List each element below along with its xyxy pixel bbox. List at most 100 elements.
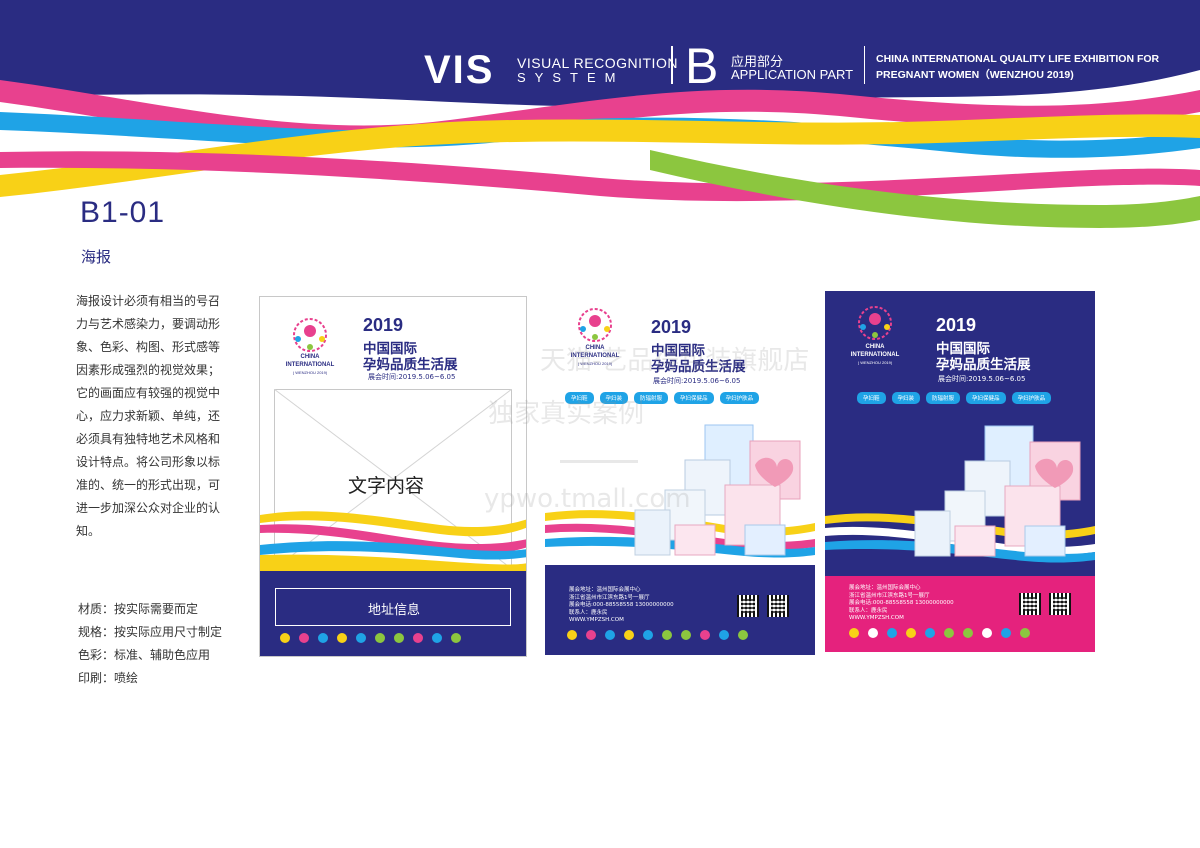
leaf-icon (738, 630, 748, 640)
part-letter: B (685, 38, 719, 94)
qr-code-icon (767, 595, 789, 617)
logo-text: CHINA INTERNATIONAL ( WENZHOU 2019) (285, 354, 335, 375)
image-placeholder-frame (274, 389, 512, 569)
exhibition-logo-icon (293, 318, 327, 352)
poster-title-line2: 孕妈品质生活展 (936, 357, 1031, 373)
address-placeholder: 地址信息 (367, 603, 420, 618)
vrs-line2: SYSTEM (517, 70, 625, 85)
poster-template: CHINA INTERNATIONAL ( WENZHOU 2019) 2019… (259, 296, 527, 657)
tag-item: 孕妇装 (891, 392, 921, 404)
product-stack-image (825, 425, 1095, 652)
baby-bottle-icon (280, 633, 290, 643)
flower-icon (868, 628, 878, 638)
spec-material: 材质：按实际需要而定 (78, 602, 199, 616)
poster-date: 展会时间:2019.5.06~6.05 (653, 377, 741, 385)
poster-title-line1: 中国国际 (936, 341, 990, 357)
ring-icon (356, 633, 366, 643)
flower-icon (299, 633, 309, 643)
text-content-placeholder: 文字内容 (348, 475, 425, 497)
part-title-en: APPLICATION PART (731, 67, 854, 82)
heart-icon (624, 630, 634, 640)
toy-icon (681, 630, 691, 640)
logo-text: CHINA INTERNATIONAL ( WENZHOU 2019) (850, 344, 900, 365)
part-title-cn: 应用部分 (731, 55, 784, 70)
qr-code-icon (737, 595, 759, 617)
section-name: 海报 (81, 248, 112, 266)
swirl-icon (432, 633, 442, 643)
website: WWW.YMPZSH.COM (569, 617, 624, 623)
tag-item: 防辐射服 (926, 392, 961, 404)
toy-icon (394, 633, 404, 643)
poster-title-line1: 中国国际 (363, 341, 417, 357)
watermark-line1: 天猫-艺品得包装旗舰店 (540, 346, 810, 376)
tag-item: 孕妇保健品 (966, 392, 1006, 404)
qr-code-icon (1049, 593, 1071, 615)
bottle-icon (318, 633, 328, 643)
icon-row (280, 633, 461, 643)
poster-white-version: CHINA INTERNATIONAL ( WENZHOU 2019) 2019… (545, 295, 815, 655)
crib-icon (982, 628, 992, 638)
leaf-icon (451, 633, 461, 643)
tag-item: 孕妇装 (599, 392, 629, 404)
section-code: B1-01 (80, 196, 166, 229)
watermark-divider (560, 460, 638, 463)
tag-item: 防辐射服 (634, 392, 669, 404)
poster-year: 2019 (651, 317, 692, 337)
spec-color: 色彩：标准、辅助色应用 (78, 648, 211, 662)
icon-row (567, 630, 748, 640)
tag-item: 孕妇护肤品 (719, 392, 760, 404)
bottle-icon (887, 628, 897, 638)
logo-text: CHINA INTERNATIONAL ( WENZHOU 2019) (570, 345, 620, 366)
pacifier-icon (944, 628, 954, 638)
heart-icon (906, 628, 916, 638)
section-description: 海报设计必须有相当的号召力与艺术感染力，要调动形象、色彩、构图、形式感等因素形成… (76, 294, 221, 538)
pacifier-icon (662, 630, 672, 640)
ring-icon (643, 630, 653, 640)
product-stack-image (545, 424, 815, 655)
vis-logo-text: VIS (424, 48, 495, 92)
poster-title-line2: 孕妈品质生活展 (363, 357, 458, 373)
exhibition-info: 展会地址：温州国际会展中心 浙江省温州市江滨东路1号一展厅 展会电话:000-8… (849, 585, 954, 614)
leaf-icon (1020, 628, 1030, 638)
address-box: 地址信息 (275, 588, 511, 626)
swirl-icon (1001, 628, 1011, 638)
qr-code-icon (1019, 593, 1041, 615)
header-banner (0, 0, 1200, 228)
crib-icon (700, 630, 710, 640)
watermark-line2: 独家真实案例 (488, 399, 645, 429)
spec-print: 印刷：喷绘 (78, 671, 139, 685)
flower-icon (586, 630, 596, 640)
toy-icon (963, 628, 973, 638)
tag-item: 孕妇鞋 (565, 392, 594, 404)
category-tags: 孕妇鞋 孕妇装 防辐射服 孕妇保健品 孕妇护肤品 (565, 392, 760, 404)
poster-year: 2019 (936, 315, 977, 335)
tag-item: 孕妇护肤品 (1011, 392, 1052, 404)
poster-year: 2019 (363, 315, 404, 335)
category-tags: 孕妇鞋 孕妇装 防辐射服 孕妇保健品 孕妇护肤品 (857, 392, 1052, 404)
header-divider (864, 46, 865, 84)
header-divider (671, 46, 673, 84)
spec-size: 规格：按实际应用尺寸制定 (78, 625, 223, 639)
bottle-icon (605, 630, 615, 640)
poster-date: 展会时间:2019.5.06~6.05 (368, 373, 456, 381)
ring-icon (925, 628, 935, 638)
watermark-line3: ypwo.tmall.com (484, 484, 691, 514)
exhibition-info: 展会地址：温州国际会展中心 浙江省温州市江滨东路1号一展厅 展会电话:000-8… (569, 587, 674, 616)
exhibition-logo-icon (578, 308, 612, 342)
baby-bottle-icon (849, 628, 859, 638)
crib-icon (413, 633, 423, 643)
tag-item: 孕妇鞋 (857, 392, 886, 404)
vrs-line1: VISUAL RECOGNITION (517, 55, 678, 71)
poster-color-version: CHINA INTERNATIONAL ( WENZHOU 2019) 2019… (825, 291, 1095, 652)
poster-title-line1: 中国国际 (651, 343, 705, 359)
website: WWW.YMPZSH.COM (849, 615, 904, 621)
icon-row (849, 628, 1030, 638)
heart-icon (337, 633, 347, 643)
pacifier-icon (375, 633, 385, 643)
tag-item: 孕妇保健品 (674, 392, 714, 404)
spec-list: 材质：按实际需要而定 规格：按实际应用尺寸制定 色彩：标准、辅助色应用 印刷：喷… (78, 598, 222, 690)
swirl-icon (719, 630, 729, 640)
exhibition-title-line2: PREGNANT WOMEN（WENZHOU 2019) (876, 69, 1074, 81)
poster-date: 展会时间:2019.5.06~6.05 (938, 375, 1026, 383)
exhibition-title-line1: CHINA INTERNATIONAL QUALITY LIFE EXHIBIT… (876, 53, 1160, 65)
